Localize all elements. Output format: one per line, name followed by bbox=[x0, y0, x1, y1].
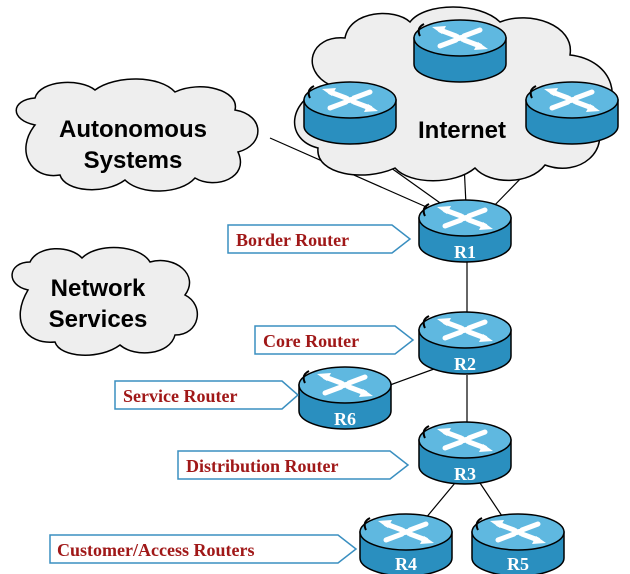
router-r1-label: R1 bbox=[454, 242, 476, 262]
router-r2: R2 bbox=[419, 312, 511, 374]
callout-customer-access-routers-text: Customer/Access Routers bbox=[57, 540, 254, 560]
router-r6-label: R6 bbox=[334, 409, 356, 429]
network-services-line2: Services bbox=[49, 306, 148, 333]
callout-distribution-router-text: Distribution Router bbox=[186, 456, 339, 476]
router-r5-label: R5 bbox=[507, 554, 529, 574]
internet-router-top-icon bbox=[414, 20, 506, 82]
router-r6: R6 bbox=[299, 367, 391, 429]
internet-router-right-icon bbox=[526, 82, 618, 144]
callout-service-router: Service Router bbox=[114, 380, 300, 410]
callout-core-router-text: Core Router bbox=[263, 331, 359, 351]
callout-border-router-text: Border Router bbox=[236, 230, 349, 250]
callout-core-router: Core Router bbox=[254, 325, 415, 355]
router-r3: R3 bbox=[419, 422, 511, 484]
router-r4: R4 bbox=[360, 514, 452, 574]
network-services-line1: Network bbox=[51, 275, 146, 302]
callout-distribution-router: Distribution Router bbox=[177, 450, 410, 480]
router-r4-label: R4 bbox=[395, 554, 417, 574]
router-r5: R5 bbox=[472, 514, 564, 574]
autonomous-systems-line2: Systems bbox=[84, 147, 183, 174]
callout-customer-access-routers: Customer/Access Routers bbox=[49, 534, 358, 564]
autonomous-systems-cloud: Autonomous Systems bbox=[15, 78, 259, 192]
autonomous-systems-line1: Autonomous bbox=[59, 116, 207, 143]
router-r3-label: R3 bbox=[454, 464, 476, 484]
callout-service-router-text: Service Router bbox=[123, 386, 237, 406]
callout-border-router: Border Router bbox=[227, 224, 412, 254]
router-r2-label: R2 bbox=[454, 354, 476, 374]
network-services-cloud: Network Services bbox=[11, 246, 199, 356]
router-r1: R1 bbox=[419, 200, 511, 262]
internet-label: Internet bbox=[418, 117, 506, 144]
internet-router-left-icon bbox=[304, 82, 396, 144]
